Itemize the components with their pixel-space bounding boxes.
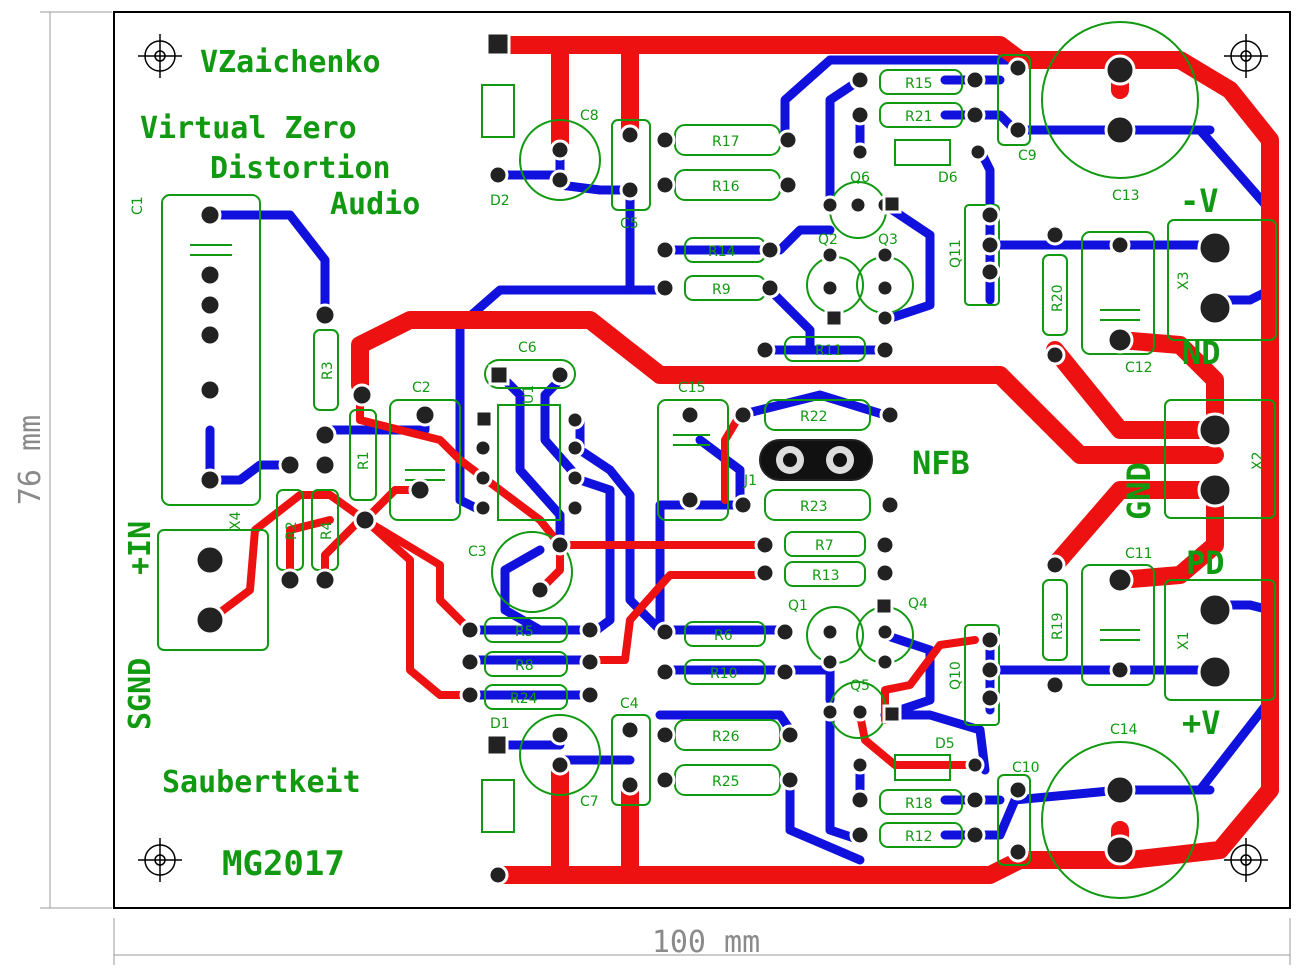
- ref-r15: R15: [905, 76, 933, 92]
- ref-r10: R10: [710, 666, 738, 682]
- ref-q6: Q6: [850, 170, 870, 186]
- ref-r13: R13: [812, 568, 840, 584]
- ref-c1: C1: [130, 196, 146, 215]
- ref-q5: Q5: [850, 678, 870, 694]
- project-label: MG2017: [222, 844, 345, 884]
- ref-r20: R20: [1050, 284, 1066, 312]
- nfb-label: NFB: [912, 444, 970, 482]
- ref-r14: R14: [708, 244, 736, 260]
- ref-r4: R4: [319, 521, 335, 540]
- ref-j1: J1: [743, 473, 757, 489]
- pos-v-label: +V: [1182, 704, 1221, 742]
- ref-c9: C9: [1018, 148, 1037, 164]
- ref-r17: R17: [712, 134, 740, 150]
- ref-r11: R11: [815, 343, 843, 359]
- resistor-bodies: [484, 69, 963, 848]
- top-copper-traces: [351, 36, 1279, 884]
- ref-c4: C4: [620, 696, 639, 712]
- ref-r12: R12: [905, 829, 933, 845]
- neg-v-label: -V: [1180, 182, 1219, 220]
- ref-c15: C15: [678, 380, 706, 396]
- author-label: VZaichenko: [200, 45, 381, 80]
- ref-r9: R9: [712, 282, 731, 298]
- ref-d6: D6: [938, 170, 958, 186]
- title-line-1: Virtual Zero: [140, 111, 357, 146]
- ref-c2: C2: [412, 380, 431, 396]
- sgnd-label: SGND: [123, 658, 158, 730]
- ref-q1: Q1: [788, 598, 808, 614]
- in-label: +IN: [123, 521, 158, 575]
- square-pads: [474, 31, 902, 757]
- ref-r24: R24: [510, 691, 538, 707]
- ref-r25: R25: [712, 774, 740, 790]
- ref-c12: C12: [1125, 360, 1153, 376]
- ref-x2: X2: [1250, 452, 1266, 471]
- pd-label: PD: [1186, 544, 1225, 582]
- ref-d5: D5: [935, 736, 955, 752]
- reference-designators: R15 R21 R17 R16 R14 R9 R11 R22 R23 R7 R1…: [130, 76, 1266, 845]
- dimension-width-label: 100 mm: [652, 925, 760, 960]
- ref-r5: R5: [515, 624, 534, 640]
- ref-x1: X1: [1176, 632, 1192, 651]
- ref-c7: C7: [580, 794, 599, 810]
- dimension-height-label: 76 mm: [13, 415, 48, 505]
- title-line-2: Distortion: [210, 151, 391, 186]
- ref-d1: D1: [490, 716, 510, 732]
- ref-r23: R23: [800, 499, 828, 515]
- ref-c8: C8: [580, 108, 599, 124]
- ref-q4: Q4: [908, 596, 928, 612]
- subtitle-label: Saubertkeit: [162, 765, 361, 800]
- ref-r6: R6: [714, 628, 733, 644]
- ref-r1: R1: [356, 451, 372, 470]
- ref-c5: C5: [620, 216, 639, 232]
- ref-x4: X4: [228, 511, 244, 530]
- gnd-label: GND: [1120, 462, 1158, 520]
- ref-r19: R19: [1050, 612, 1066, 640]
- ref-d2: D2: [490, 193, 510, 209]
- ref-x3: X3: [1176, 272, 1192, 291]
- ref-q11: Q11: [948, 239, 964, 268]
- ref-c6: C6: [518, 340, 537, 356]
- ref-q3: Q3: [878, 232, 898, 248]
- ref-r8: R8: [515, 658, 534, 674]
- mounting-holes: [138, 34, 1268, 882]
- ref-r3: R3: [320, 361, 336, 380]
- ref-r18: R18: [905, 796, 933, 812]
- ref-c11: C11: [1125, 546, 1153, 562]
- ref-c3: C3: [468, 544, 487, 560]
- ref-q2: Q2: [818, 232, 838, 248]
- ref-r26: R26: [712, 729, 740, 745]
- ref-c14: C14: [1110, 722, 1138, 738]
- nd-label: ND: [1182, 334, 1221, 372]
- ref-u1: U1: [521, 385, 537, 404]
- ref-r2: R2: [284, 521, 300, 540]
- ref-r22: R22: [800, 409, 828, 425]
- ref-r7: R7: [815, 538, 834, 554]
- board-outline: [113, 11, 1291, 909]
- nfb-jumper: [759, 439, 873, 481]
- dimension-lines: [40, 11, 1291, 965]
- ref-c13: C13: [1112, 188, 1140, 204]
- ref-q10: Q10: [948, 661, 964, 690]
- title-line-3: Audio: [330, 187, 420, 222]
- ref-r21: R21: [905, 109, 933, 125]
- ref-r16: R16: [712, 179, 740, 195]
- ref-c10: C10: [1012, 760, 1040, 776]
